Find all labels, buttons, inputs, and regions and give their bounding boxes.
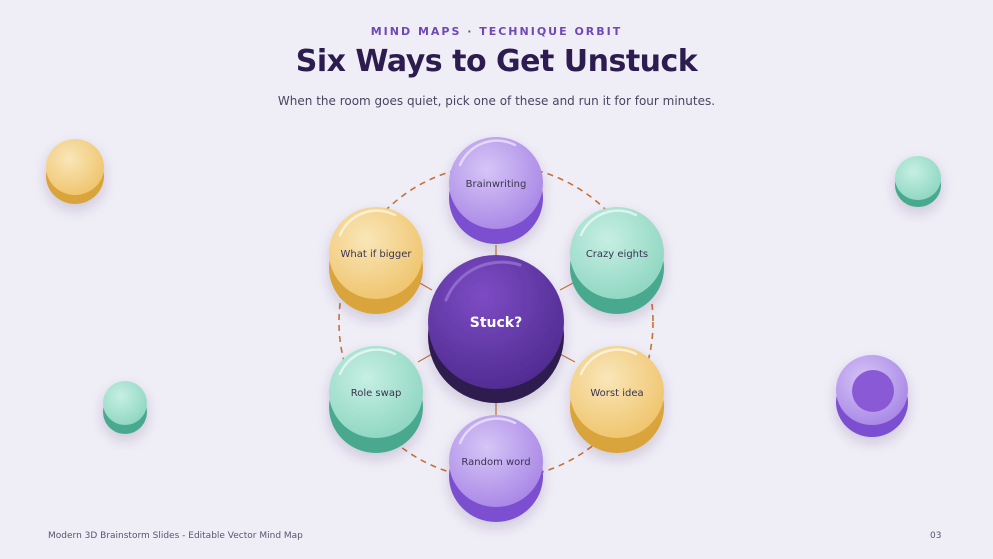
decor-disc-mint-left xyxy=(103,381,147,434)
center-node-label: Stuck? xyxy=(470,315,522,331)
decor-disc-mint-right xyxy=(895,156,941,207)
decor-disc-gold xyxy=(46,139,104,204)
node-role-swap[interactable]: Role swap xyxy=(329,346,423,453)
node-label: Random word xyxy=(461,457,530,468)
page-number: 03 xyxy=(930,531,942,541)
node-label: Role swap xyxy=(351,388,402,399)
node-label: Worst idea xyxy=(590,388,643,399)
center-node[interactable]: Stuck? xyxy=(428,255,564,403)
footer-caption: Modern 3D Brainstorm Slides - Editable V… xyxy=(48,531,303,541)
node-label: What if bigger xyxy=(340,249,412,260)
node-label: Crazy eights xyxy=(586,249,648,260)
eyebrow: MIND MAPS · TECHNIQUE ORBIT xyxy=(370,25,623,38)
node-worst-idea[interactable]: Worst idea xyxy=(570,346,664,453)
node-brainwriting[interactable]: Brainwriting xyxy=(449,137,543,244)
page-title: Six Ways to Get Unstuck xyxy=(295,44,698,79)
node-random-word[interactable]: Random word xyxy=(449,415,543,522)
node-what-if-bigger[interactable]: What if bigger xyxy=(329,207,423,314)
node-crazy-eights[interactable]: Crazy eights xyxy=(570,207,664,314)
subtitle: When the room goes quiet, pick one of th… xyxy=(277,94,716,108)
node-label: Brainwriting xyxy=(466,179,527,190)
decor-ring-purple xyxy=(836,355,908,437)
